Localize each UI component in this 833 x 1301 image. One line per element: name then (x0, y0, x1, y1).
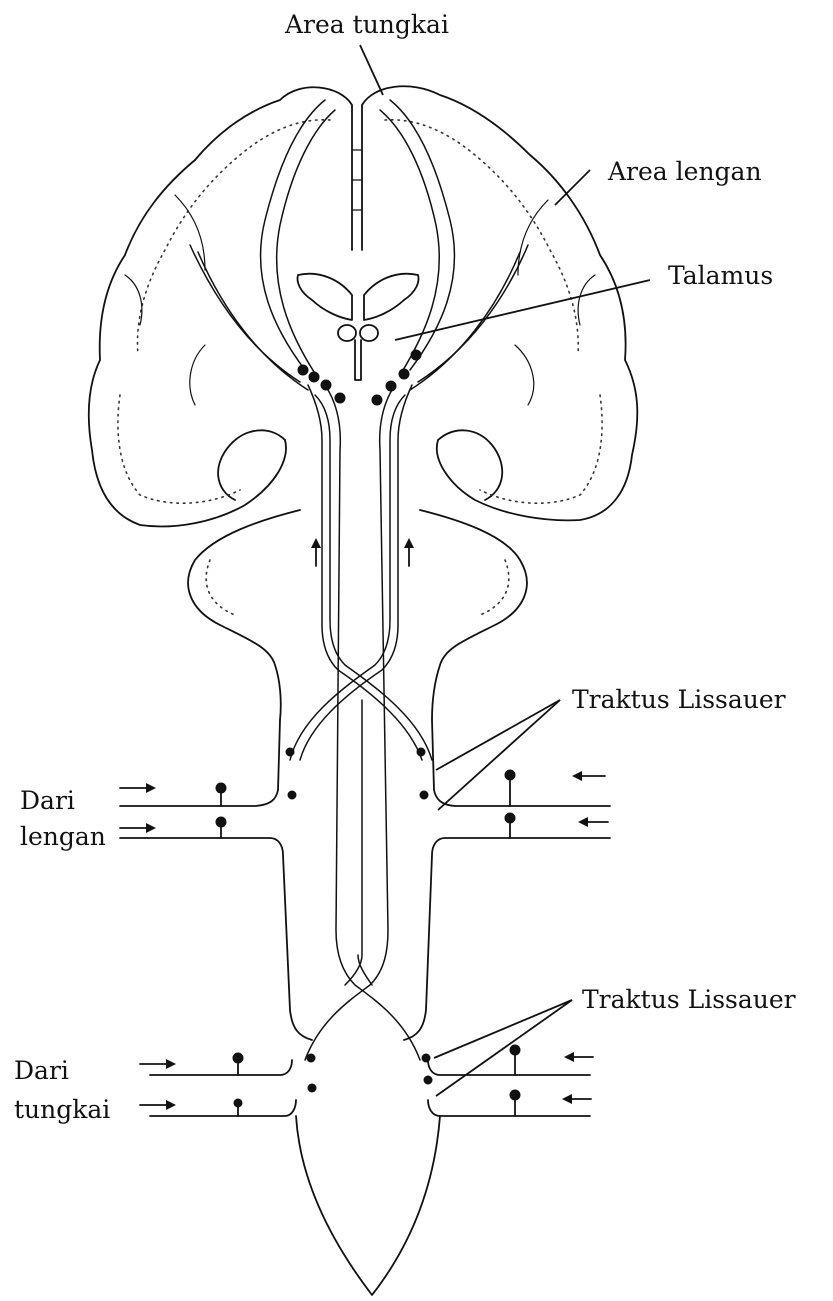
ganglion (234, 1099, 242, 1107)
arrow-left-icon (564, 1052, 593, 1062)
neuron-cell (298, 365, 308, 375)
label-area-tungkai: Area tungkai (284, 10, 449, 39)
neuron-cell (417, 748, 425, 756)
arrow-left-icon (578, 817, 608, 827)
input-arrows (120, 538, 608, 1110)
ganglion (233, 1053, 243, 1063)
label-traktus-lissauer-upper: Traktus Lissauer (572, 685, 786, 714)
neuron-cell (422, 1054, 430, 1062)
ganglion (216, 783, 226, 793)
neuron-cell (307, 1054, 315, 1062)
arrow-up-icon (404, 538, 414, 566)
neuron-cell (372, 395, 382, 405)
ganglion (510, 1090, 520, 1100)
pointer-traktus-upper-1 (436, 700, 560, 770)
label-area-lengan: Area lengan (607, 157, 762, 186)
ascending-tracts (190, 100, 528, 1060)
arrow-right-icon (140, 1059, 176, 1069)
arrow-right-icon (120, 823, 156, 833)
ganglion (505, 813, 515, 823)
label-dari-tungkai-2: tungkai (14, 1095, 110, 1124)
label-dari-lengan-1: Dari (20, 786, 75, 815)
pointer-talamus (395, 280, 650, 340)
pointer-traktus-upper-2 (438, 700, 560, 810)
arrow-right-icon (140, 1100, 176, 1110)
arrow-left-icon (572, 771, 605, 781)
ventricles (298, 274, 419, 380)
neuron-cell (399, 369, 409, 379)
neuron-cell (308, 1084, 316, 1092)
neuron-cell (386, 381, 396, 391)
ganglion (216, 817, 226, 827)
neuron-cell (335, 393, 345, 403)
ganglion (505, 770, 515, 780)
pointer-lines (360, 45, 650, 1096)
dorsal-root-ganglia (216, 770, 520, 1116)
label-dari-lengan-2: lengan (20, 822, 106, 851)
label-dari-tungkai-1: Dari (14, 1056, 69, 1085)
neuron-cell (411, 350, 421, 360)
labels: Area tungkai Area lengan Talamus Traktus… (14, 10, 796, 1124)
neuron-cell (424, 1076, 432, 1084)
neuron-cell (321, 380, 331, 390)
pointer-area-lengan (555, 170, 590, 205)
spinal-cord (120, 720, 610, 1295)
arrow-up-icon (311, 538, 321, 566)
neuron-cell (286, 748, 294, 756)
ganglion (510, 1045, 520, 1055)
neuron-cell (288, 791, 296, 799)
brain-outline (89, 86, 638, 720)
pointer-area-tungkai (360, 45, 383, 95)
label-talamus: Talamus (668, 261, 773, 290)
arrow-left-icon (562, 1094, 591, 1104)
neuron-cell (420, 791, 428, 799)
arrow-right-icon (120, 783, 156, 793)
label-traktus-lissauer-lower: Traktus Lissauer (582, 985, 796, 1014)
neuron-cell (309, 372, 319, 382)
